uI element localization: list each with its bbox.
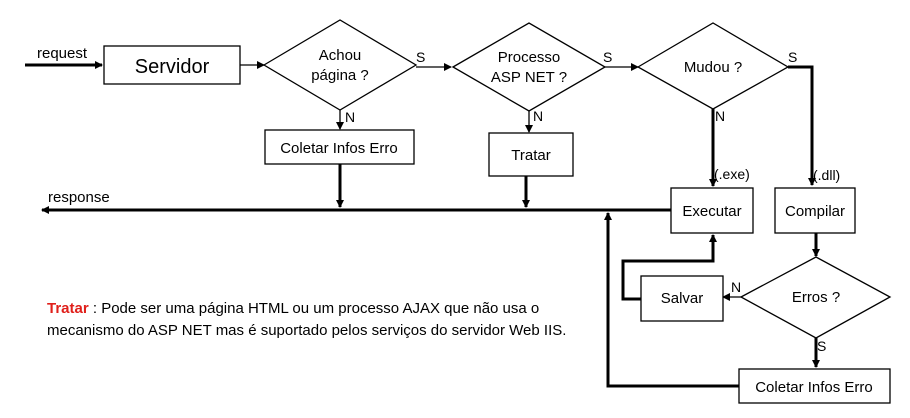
executar-box (670, 187, 754, 234)
compilar-label: Compilar (785, 203, 845, 220)
processo-label-line1: Processo (498, 49, 561, 66)
tratar-note: Tratar : Pode ser uma página HTML ou um … (47, 298, 567, 342)
note-text: : Pode ser uma página HTML ou um process… (47, 300, 567, 339)
mudou-yes-path (788, 65, 816, 186)
note-keyword: Tratar (47, 300, 89, 317)
erros-no-label: N (731, 279, 741, 295)
exe-label: (.exe) (714, 166, 750, 182)
erros-yes-label: S (817, 338, 826, 354)
coletar-bottom-to-response-path (604, 212, 739, 388)
salvar-box (640, 275, 724, 322)
achou-label-line1: Achou (319, 47, 362, 64)
salvar-to-executar-path (621, 234, 717, 301)
erros-label: Erros ? (792, 289, 840, 306)
achou-yes-label: S (416, 49, 425, 65)
request-label: request (37, 45, 88, 62)
erros-decision (739, 256, 892, 339)
tratar-box (488, 132, 574, 177)
servidor-label: Servidor (135, 56, 210, 78)
achou-no-label: N (345, 109, 355, 125)
processo-label-line2: ASP NET ? (491, 69, 567, 86)
mudou-label: Mudou ? (684, 59, 742, 76)
mudou-yes-label: S (788, 49, 797, 65)
achou-pagina-decision (262, 19, 418, 111)
coletar-top-label: Coletar Infos Erro (280, 140, 398, 157)
processo-no-label: N (533, 108, 543, 124)
coletar-bottom-label: Coletar Infos Erro (755, 379, 873, 396)
response-label: response (48, 189, 110, 206)
salvar-label: Salvar (661, 290, 704, 307)
processo-asp-net-decision (451, 22, 607, 112)
tratar-label: Tratar (511, 147, 550, 164)
achou-label-line2: página ? (311, 67, 369, 84)
processo-yes-label: S (603, 49, 612, 65)
dll-label: (.dll) (813, 167, 840, 183)
coletar-infos-erro-box-bottom (738, 368, 891, 404)
executar-label: Executar (682, 203, 741, 220)
mudou-no-label: N (715, 108, 725, 124)
